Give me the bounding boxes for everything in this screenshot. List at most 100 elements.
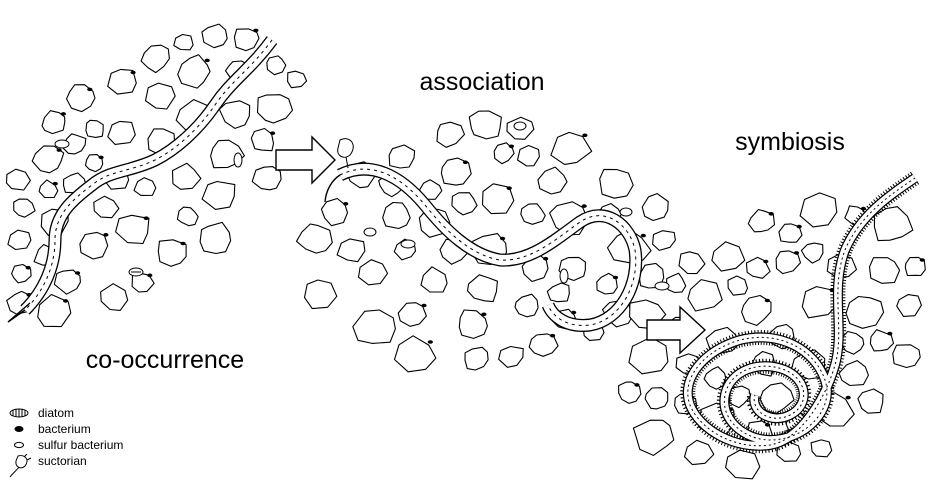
bacterium-mark	[63, 299, 68, 303]
sediment-grain	[452, 193, 477, 215]
sediment-grain	[86, 120, 103, 137]
bacterium-mark	[205, 59, 210, 63]
bacterium-mark	[765, 299, 770, 303]
bacterium-mark	[613, 276, 618, 280]
stage-label-symbiosis: symbiosis	[735, 128, 845, 156]
sediment-grain	[108, 121, 136, 144]
bacterium-mark	[582, 134, 587, 138]
sediment-grain	[173, 163, 201, 189]
sediment-grain	[219, 101, 249, 129]
sediment-grain	[653, 231, 676, 251]
bacterium-mark	[887, 332, 892, 336]
bacterium-mark	[507, 186, 512, 190]
sediment-grain	[116, 215, 149, 243]
sediment-grain	[712, 242, 745, 271]
sediment-grain	[893, 345, 920, 368]
bacterium-mark	[253, 29, 258, 33]
sediment-grain	[7, 169, 31, 190]
sediment-grain	[177, 207, 198, 226]
sediment-grain	[234, 29, 259, 51]
sediment-grain	[801, 243, 823, 263]
sediment-grain	[600, 169, 634, 198]
sediment-grain	[359, 260, 388, 285]
sediment-grain	[846, 297, 884, 329]
sediment-grain	[515, 294, 538, 317]
bacterium-mark	[769, 212, 774, 216]
bacterium-mark	[641, 234, 646, 238]
sediment-grain	[666, 273, 685, 292]
legend-item-diatom: diatom	[8, 406, 208, 422]
bacterium-mark	[144, 216, 149, 220]
sediment-grain	[688, 280, 722, 311]
bacterium-mark	[920, 258, 925, 262]
bacterium-mark	[87, 88, 92, 92]
bacterium-icon	[8, 422, 34, 436]
sediment-grain	[897, 295, 922, 317]
sediment-grain	[8, 230, 31, 249]
sediment-grain	[629, 337, 668, 374]
sediment-grain	[94, 196, 119, 218]
bacterium-mark	[550, 334, 555, 338]
sediment-grain	[258, 95, 293, 123]
sediment-grain	[468, 275, 498, 302]
sediment-grain	[839, 361, 868, 386]
diatom-icon	[8, 406, 34, 420]
bacterium-mark	[765, 423, 770, 427]
sediment-grain	[134, 178, 156, 196]
nematode-association	[325, 169, 636, 325]
bacterium-mark	[57, 148, 62, 152]
sediment-grain	[465, 347, 488, 370]
sediment-grain	[437, 122, 465, 147]
sediment-grain	[200, 222, 231, 253]
sediment-grain	[174, 35, 193, 50]
sediment-grain	[383, 203, 411, 229]
sediment-grain	[521, 204, 546, 225]
sediment-grain	[321, 199, 347, 226]
bacterium-mark	[428, 340, 433, 344]
sediment-grain	[202, 182, 235, 210]
arrow-to-association	[276, 137, 335, 183]
legend-label-diatom: diatom	[38, 406, 74, 420]
sediment-grain	[288, 71, 307, 88]
stage-label-association: association	[419, 68, 544, 96]
sediment-grain	[800, 193, 837, 227]
bacterium-mark	[543, 257, 548, 261]
sediment-grain	[267, 56, 286, 75]
stage-label-co-occurrence: co-occurrence	[86, 346, 244, 374]
legend-item-sulfur-bacterium: sulfur bacterium	[8, 438, 208, 454]
bacterium-mark	[131, 71, 136, 75]
sediment-grain	[202, 24, 227, 48]
suctorian-icon	[8, 454, 34, 480]
bacterium-mark	[500, 237, 505, 241]
bacterium-mark	[481, 313, 486, 317]
sediment-grain	[538, 167, 567, 194]
sediment-grain	[469, 111, 501, 139]
bacterium-mark	[53, 182, 58, 186]
legend-label-suctorian: suctorian	[38, 454, 87, 468]
sediment-grain	[146, 83, 176, 109]
bacterium-mark	[509, 145, 514, 149]
sediment-grain	[642, 194, 668, 221]
sediment-grain	[141, 45, 169, 72]
bacterium-mark	[571, 311, 576, 315]
sediment-grain	[728, 276, 748, 295]
bacterium-mark	[75, 271, 80, 275]
sulfur-bacterium-icon	[8, 438, 34, 452]
legend-item-bacterium: bacterium	[8, 422, 208, 438]
sediment-grain	[14, 199, 35, 217]
legend-label-bacterium: bacterium	[38, 422, 91, 436]
bacterium-mark	[147, 274, 152, 278]
sediment-grain	[297, 224, 333, 253]
sediment-grain	[551, 132, 592, 164]
bacterium-mark	[26, 266, 31, 270]
legend-label-sulfur-bacterium: sulfur bacterium	[38, 438, 123, 452]
sediment-grain	[726, 450, 760, 479]
bacterium-mark	[343, 202, 348, 206]
sediment-grain	[353, 310, 396, 343]
bacterium-mark	[582, 204, 587, 208]
sediment-grain	[870, 258, 900, 284]
sediment-grain	[547, 283, 569, 302]
bacterium-mark	[797, 225, 802, 229]
bacterium-mark	[61, 112, 66, 116]
sediment-grain	[811, 440, 832, 457]
